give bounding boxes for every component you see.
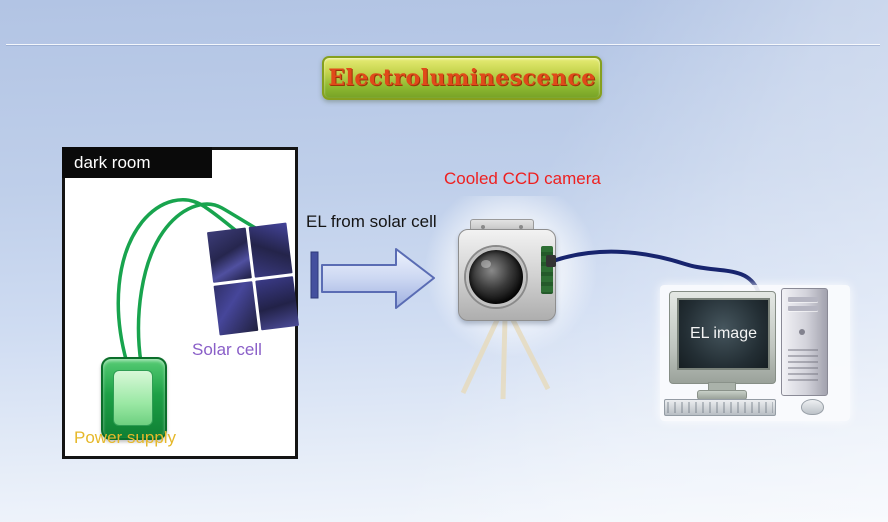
power-supply-device — [101, 357, 167, 440]
solar-cell-segment — [206, 227, 252, 283]
computer-tower-image — [781, 288, 828, 396]
cooled-ccd-camera-label: Cooled CCD camera — [444, 169, 601, 188]
tower-drive-bay — [788, 306, 818, 311]
dark-room-label: dark room — [74, 153, 151, 172]
el-from-solar-cell-label: EL from solar cell — [306, 212, 437, 231]
solar-cell-label: Solar cell — [192, 340, 262, 359]
power-supply-window — [113, 370, 153, 426]
camera-cable-port — [546, 255, 556, 267]
el-image-label: EL image — [690, 325, 757, 342]
tripod-leg-center-icon — [500, 317, 508, 400]
mouse-icon — [801, 399, 824, 415]
tripod-leg-left-icon — [460, 316, 501, 395]
solar-cell-image — [206, 222, 300, 336]
solar-cell-segment — [248, 222, 293, 278]
wire-left-icon — [116, 198, 245, 365]
solar-cell-segment — [254, 275, 300, 331]
wire-right-icon — [136, 202, 261, 365]
top-divider-line — [6, 44, 880, 45]
tower-vents — [788, 349, 818, 383]
camera-lens-icon — [466, 247, 526, 307]
tripod-leg-right-icon — [509, 316, 551, 391]
arrow-tail-bar-icon — [310, 251, 319, 299]
tower-power-button-icon — [799, 329, 805, 335]
solar-cell-segment — [213, 280, 258, 336]
camera-circuit-board — [541, 246, 553, 294]
keyboard-icon — [664, 399, 776, 416]
title-banner: Electroluminescence — [322, 56, 602, 100]
monitor-screen: EL image — [677, 298, 770, 370]
camera-cable-icon — [551, 249, 760, 293]
tower-drive-bay — [788, 297, 818, 302]
dark-room-header: dark room — [62, 147, 212, 178]
el-arrow-icon — [321, 248, 435, 309]
power-supply-label: Power supply — [74, 428, 177, 447]
slide-title: Electroluminescence — [328, 65, 596, 91]
